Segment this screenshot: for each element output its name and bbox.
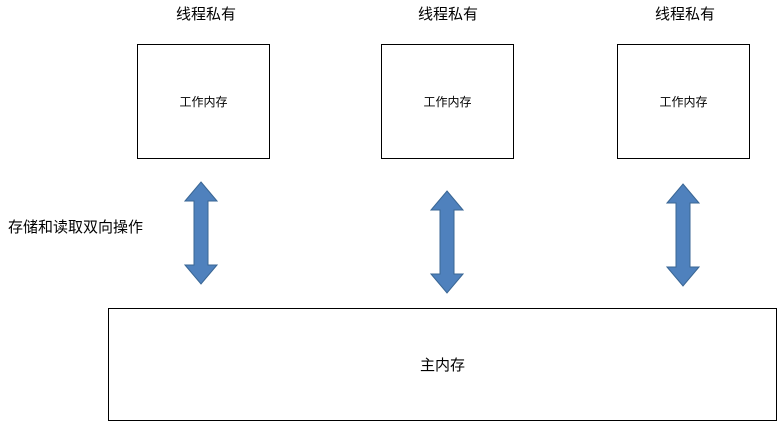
double-arrow-icon — [666, 183, 700, 287]
work-memory-label-2: 工作内存 — [423, 95, 472, 109]
work-memory-box-1: 工作内存 — [137, 44, 270, 159]
main-memory-label: 主内存 — [419, 356, 465, 374]
thread-label-2: 线程私有 — [417, 5, 478, 23]
operation-label: 存储和读取双向操作 — [8, 218, 144, 236]
work-memory-label-3: 工作内存 — [659, 95, 708, 109]
thread-label-3: 线程私有 — [654, 5, 715, 23]
work-memory-label-1: 工作内存 — [179, 95, 228, 109]
thread-label-1: 线程私有 — [175, 5, 236, 23]
double-arrow-icon — [184, 181, 218, 285]
double-arrow-icon — [430, 190, 464, 294]
work-memory-box-2: 工作内存 — [381, 44, 514, 159]
work-memory-box-3: 工作内存 — [617, 44, 750, 159]
main-memory-box: 主内存 — [108, 308, 777, 421]
